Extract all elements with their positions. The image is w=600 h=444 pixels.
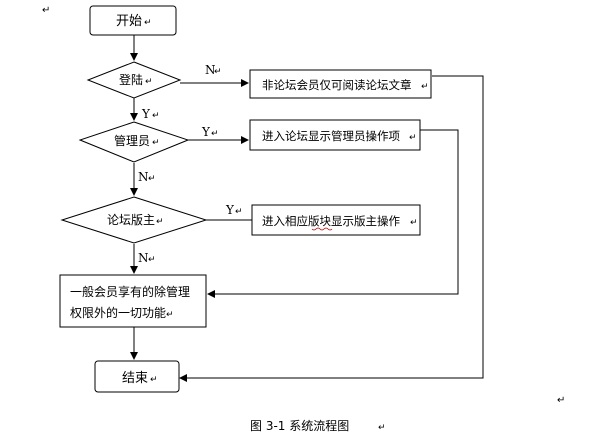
- figure-caption: 图 3-1 系统流程图: [250, 418, 349, 433]
- decision-admin: 管理员 ↵: [78, 121, 190, 163]
- process-member-label-line1: 一般会员享有的除管理: [70, 284, 190, 299]
- label-moderator-no-mark: ↵: [148, 255, 156, 265]
- process-admin-mark: ↵: [409, 133, 417, 143]
- label-admin-no-mark: ↵: [148, 174, 156, 184]
- label-moderator-yes-mark: ↵: [235, 207, 243, 217]
- process-moderator-mark: ↵: [410, 218, 418, 228]
- process-admin-ops: 进入论坛显示管理员操作项 ↵: [249, 119, 421, 151]
- node-end-label: 结束: [122, 371, 148, 386]
- figure-caption-mark: ↵: [378, 423, 386, 433]
- decision-login: 登陆 ↵: [86, 61, 182, 99]
- label-admin-yes: Y: [201, 125, 211, 139]
- spellcheck-underline: [311, 227, 333, 231]
- process-guest-read-only: 非论坛会员仅可阅读论坛文章 ↵: [249, 69, 432, 99]
- label-admin-no: N: [138, 170, 149, 184]
- label-login-no-mark: ↵: [214, 67, 222, 77]
- process-guest-mark: ↵: [421, 82, 429, 92]
- process-moderator-label: 进入相应版块显示版主操作: [262, 214, 400, 228]
- decision-admin-label: 管理员: [114, 133, 150, 148]
- decision-admin-mark: ↵: [152, 138, 160, 148]
- label-login-yes: Y: [141, 107, 151, 121]
- process-member-label-line2: 权限外的一切功能: [70, 305, 166, 320]
- decision-moderator: 论坛版主 ↵: [60, 196, 208, 244]
- decision-login-label: 登陆: [119, 72, 143, 87]
- node-start-label: 开始: [116, 14, 142, 29]
- decision-login-mark: ↵: [145, 77, 153, 87]
- process-guest-label: 非论坛会员仅可阅读论坛文章: [262, 78, 412, 92]
- edge-admin-action-loop: [207, 129, 459, 298]
- process-member-ops: 一般会员享有的除管理 权限外的一切功能 ↵: [59, 274, 207, 328]
- node-end-mark: ↵: [150, 375, 158, 385]
- process-admin-label: 进入论坛显示管理员操作项: [262, 129, 400, 143]
- paragraph-mark-top-left: ↵: [42, 5, 50, 16]
- edge-guest-loop: [179, 75, 484, 382]
- paragraph-mark-right: ↵: [557, 395, 565, 406]
- decision-moderator-mark: ↵: [156, 217, 164, 227]
- node-end: 结束 ↵: [94, 360, 180, 393]
- node-start-mark: ↵: [144, 18, 152, 28]
- label-moderator-no: N: [138, 251, 149, 265]
- label-login-no: N: [205, 63, 216, 77]
- connectors: [130, 35, 484, 382]
- label-moderator-yes: Y: [225, 203, 235, 217]
- label-login-yes-mark: ↵: [152, 111, 160, 121]
- decision-moderator-label: 论坛版主: [107, 213, 155, 227]
- process-moderator-ops: 进入相应版块显示版主操作 ↵: [251, 204, 421, 236]
- node-start: 开始 ↵: [89, 5, 177, 36]
- process-member-mark: ↵: [166, 310, 174, 320]
- label-admin-yes-mark: ↵: [211, 129, 219, 139]
